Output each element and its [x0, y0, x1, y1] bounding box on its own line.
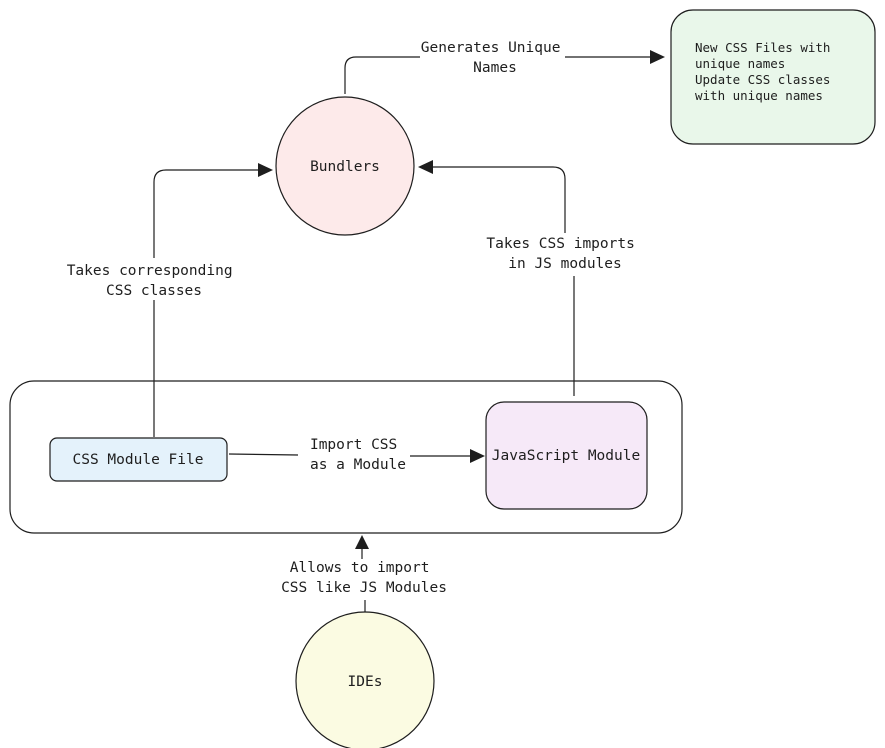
edge-label-line: Allows to import — [290, 560, 430, 576]
javascript-module-label: JavaScript Module — [492, 448, 640, 464]
output-note-line: with unique names — [695, 88, 823, 103]
edge-label-line: Takes CSS imports — [486, 236, 634, 252]
edge-label-takes-css-imports: Takes CSS imports in JS modules — [486, 236, 643, 272]
edge-label-allows-to-import: Allows to import CSS like JS Modules — [281, 560, 447, 596]
edge-bundlers-to-output-arrowhead — [650, 50, 665, 64]
edge-css-to-js-left — [228, 453, 299, 456]
edge-css-to-js-arrowhead — [470, 449, 485, 463]
css-module-file-node — [49, 437, 228, 482]
edge-label-line: CSS classes — [106, 283, 202, 299]
bundlers-node — [275, 96, 415, 236]
edge-bundlers-to-output — [344, 56, 420, 94]
edge-label-line: Names — [473, 60, 517, 76]
edge-label-line: Generates Unique — [421, 40, 561, 56]
edge-ides-to-group-arrowhead — [355, 535, 369, 549]
javascript-module-node — [485, 401, 648, 510]
edge-label-line: CSS like JS Modules — [281, 580, 447, 596]
edge-js-to-bundlers-upper — [432, 166, 566, 233]
css-module-file-label: CSS Module File — [73, 452, 204, 468]
edge-label-line: Takes corresponding — [67, 263, 233, 279]
output-note-line: New CSS Files with — [695, 40, 830, 55]
output-note-line: unique names — [695, 56, 785, 71]
bundlers-label: Bundlers — [310, 159, 380, 175]
output-note-text: New CSS Files with unique names Update C… — [695, 40, 838, 103]
edge-js-to-bundlers-arrowhead — [418, 160, 433, 174]
ides-label: IDEs — [348, 674, 383, 690]
output-note-line: Update CSS classes — [695, 72, 830, 87]
edge-label-import-css-as-module: Import CSS as a Module — [310, 437, 406, 473]
module-group-container — [9, 380, 683, 534]
edge-label-takes-corresponding-css-classes: Takes corresponding CSS classes — [67, 263, 242, 299]
output-note-node — [670, 9, 876, 145]
edge-label-line: as a Module — [310, 457, 406, 473]
edge-label-line: in JS modules — [508, 256, 622, 272]
edge-label-generates-unique-names: Generates Unique Names — [421, 40, 569, 76]
edge-css-to-bundlers-upper — [153, 169, 260, 258]
edge-label-line: Import CSS — [310, 437, 397, 453]
edge-css-to-bundlers-arrowhead — [258, 163, 273, 177]
ides-node — [295, 611, 435, 748]
